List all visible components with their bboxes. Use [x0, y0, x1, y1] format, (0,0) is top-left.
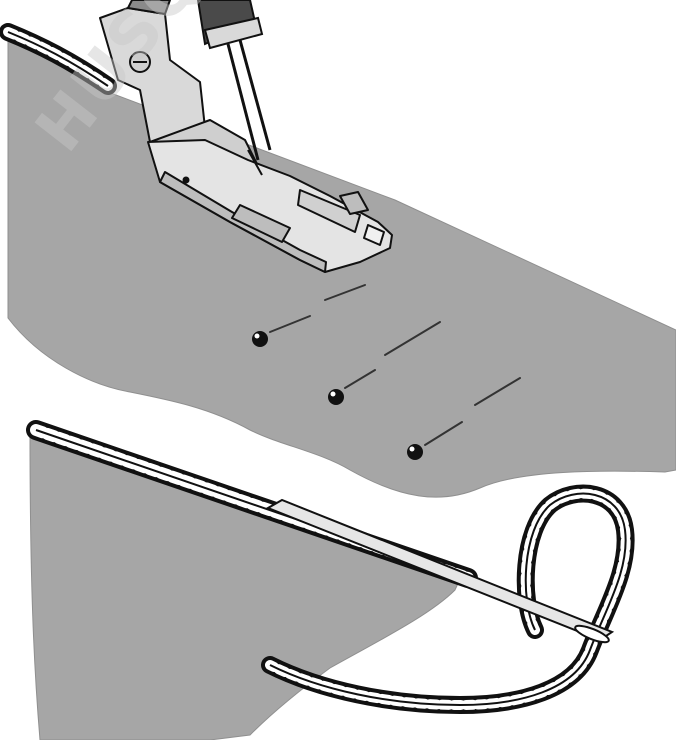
- pin-icon: [328, 389, 344, 405]
- upper-fabric-piece: [8, 40, 676, 497]
- pin-icon: [252, 331, 268, 347]
- pin-icon: [407, 444, 423, 460]
